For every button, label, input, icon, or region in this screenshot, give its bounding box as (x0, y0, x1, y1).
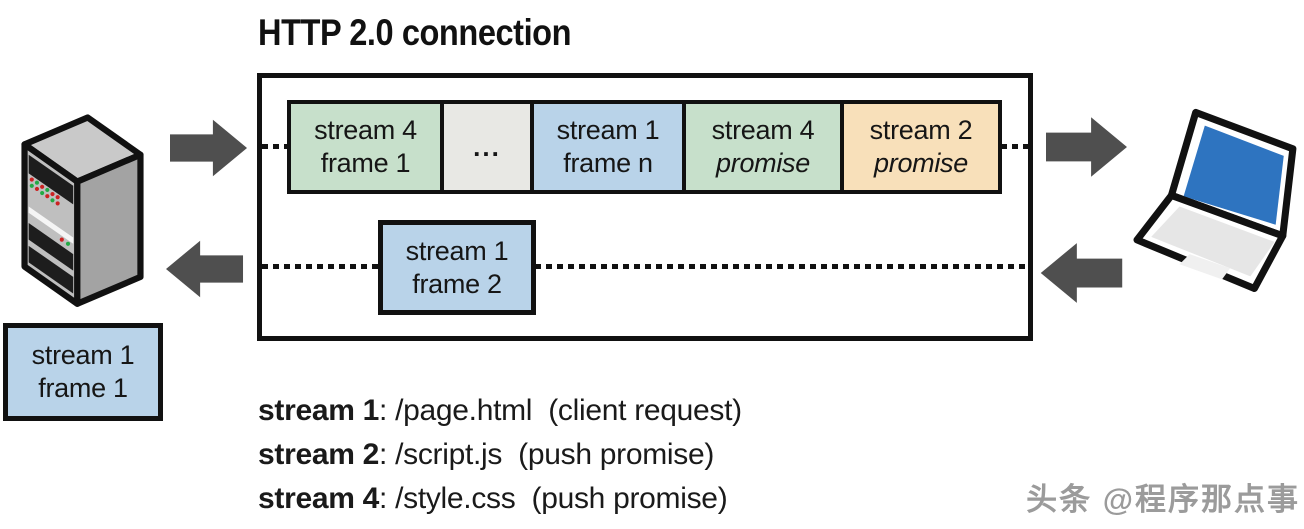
server-icon (21, 114, 144, 307)
frame-line2: promise (716, 148, 810, 178)
frame-stream2-promise: stream 2 promise (840, 100, 1002, 194)
legend-text: : /script.js (push promise) (379, 438, 715, 471)
dotted-line-top-right (1001, 144, 1030, 149)
frame-line1: stream 4 (711, 115, 815, 145)
arrow-right-icon (1046, 117, 1127, 177)
legend-text: : /style.css (push promise) (379, 482, 728, 515)
arrow-left-icon (166, 240, 244, 298)
frame-line2: frame 1 (320, 148, 411, 178)
legend-label: stream 1 (258, 394, 380, 427)
laptop-icon (1133, 108, 1297, 293)
frame-ellipsis: ... (440, 100, 534, 194)
frame-line2: frame 2 (412, 268, 502, 299)
frame-line2: frame n (563, 148, 653, 178)
dotted-line-top-left (262, 144, 288, 149)
frame-line1: stream 4 (314, 115, 417, 145)
frame-stream1-frame2: stream 1 frame 2 (378, 220, 536, 315)
frame-stream4-promise: stream 4 promise (682, 100, 844, 194)
legend-label: stream 4 (258, 482, 380, 515)
laptop-screen (1183, 125, 1284, 225)
legend-label: stream 2 (258, 438, 380, 471)
legend-text: : /page.html (client request) (379, 394, 742, 427)
frame-line1: stream 1 (405, 235, 509, 266)
frame-stream1-frame1: stream 1 frame 1 (3, 323, 163, 421)
frame-line1: stream 1 (31, 340, 135, 370)
legend-line-stream1: stream 1: /page.html (client request) (258, 389, 742, 433)
frame-line2: frame 1 (38, 373, 128, 403)
frame-line1: stream 1 (556, 115, 660, 145)
watermark: 头条 @程序那点事 (1026, 482, 1300, 517)
ellipsis-icon: ... (473, 132, 501, 162)
stream-legend: stream 1: /page.html (client request) st… (258, 389, 742, 521)
diagram-title: HTTP 2.0 connection (258, 12, 572, 53)
dotted-line-bottom-right (535, 264, 1030, 269)
frame-stream4-frame1: stream 4 frame 1 (287, 100, 444, 194)
legend-line-stream2: stream 2: /script.js (push promise) (258, 433, 742, 477)
frame-line2: promise (874, 148, 968, 178)
legend-line-stream4: stream 4: /style.css (push promise) (258, 477, 742, 521)
server-led-lights (29, 177, 60, 206)
frame-line1: stream 2 (869, 115, 973, 145)
arrow-right-icon (170, 119, 248, 177)
arrow-left-icon (1040, 243, 1123, 303)
frames-row: stream 4 frame 1 ... stream 1 frame n st… (287, 100, 1002, 194)
dotted-line-bottom-left (262, 264, 379, 269)
laptop-touchpad (1179, 254, 1231, 280)
frame-stream1-framen: stream 1 frame n (530, 100, 686, 194)
laptop-keyboard (1151, 206, 1275, 277)
